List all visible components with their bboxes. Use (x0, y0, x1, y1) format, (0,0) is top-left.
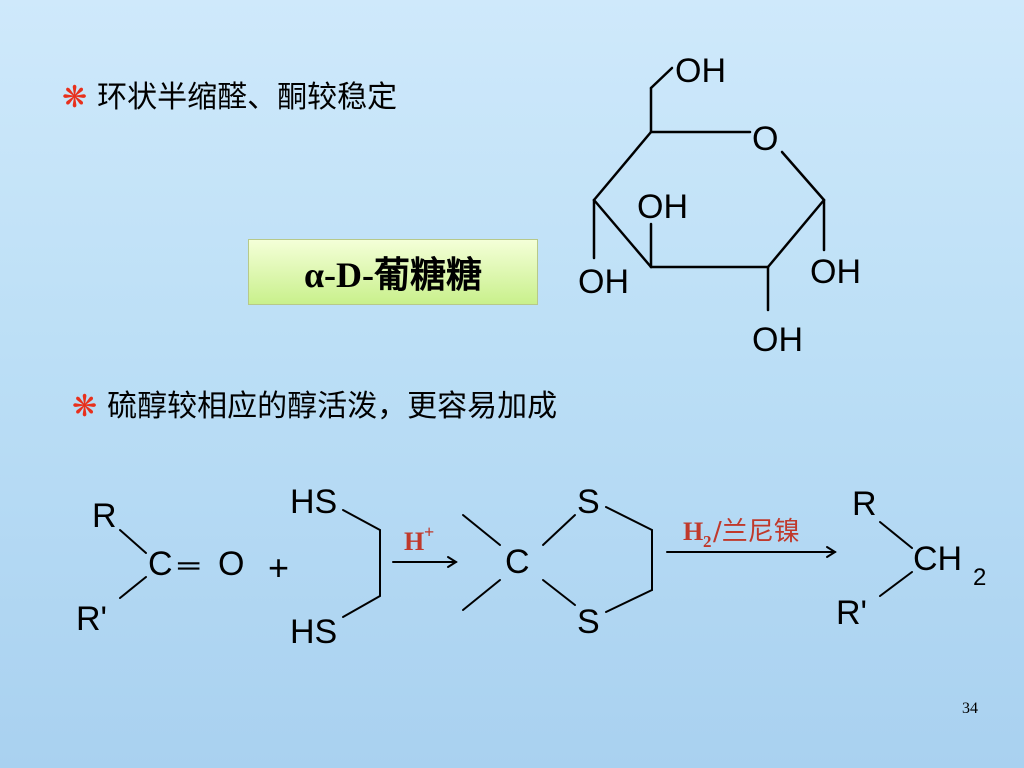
oh-mid-label: OH (637, 188, 688, 226)
plus-sign: + (268, 547, 289, 588)
hs-bottom-label: HS (290, 613, 337, 651)
page-number: 34 (962, 700, 978, 717)
bullet-text-1: 环状半缩醛、酮较稳定 (97, 80, 398, 115)
glucose-name-box: α-D-葡糖糖 (248, 239, 538, 305)
catalyst-h-label: H (404, 527, 424, 556)
oh-right-label: OH (810, 253, 861, 291)
ring-oxygen-label: O (752, 120, 778, 158)
carbonyl-r-label: R (92, 497, 117, 535)
reagent-raney-nickel: /兰尼镍 (713, 517, 800, 547)
carbonyl-c-label: C (148, 545, 173, 583)
catalyst-plus-sup: + (424, 522, 434, 542)
dithiane-c-label: C (505, 543, 530, 581)
bullet-line-2: ❋ 硫醇较相应的醇活泼，更容易加成 (72, 392, 557, 422)
bullet-star-icon: ❋ (62, 80, 88, 115)
oh-top-label: OH (675, 52, 726, 90)
oh-left-label: OH (578, 263, 629, 301)
reagent-sub-2: 2 (703, 532, 712, 551)
dithiane-s-top-label: S (577, 483, 600, 521)
bullet-star-icon: ❋ (72, 389, 98, 424)
hs-top-label: HS (290, 483, 337, 521)
carbonyl-rprime-label: R' (76, 600, 107, 638)
bullet-text-2: 硫醇较相应的醇活泼，更容易加成 (107, 389, 558, 424)
double-bond-glyph: ═ (177, 549, 200, 582)
oh-bottom-label: OH (752, 321, 803, 359)
product-ch-label: CH (913, 540, 962, 578)
product-rprime-label: R' (836, 594, 867, 632)
bullet-line-1: ❋ 环状半缩醛、酮较稳定 (62, 83, 397, 113)
glucose-name: α-D-葡糖糖 (303, 255, 483, 295)
carbonyl-o-label: O (218, 545, 244, 583)
product-r-label: R (852, 485, 877, 523)
reagent-h-label: H (683, 517, 703, 546)
dithiane-s-bottom-label: S (577, 603, 600, 641)
product-sub-2: 2 (973, 564, 986, 591)
